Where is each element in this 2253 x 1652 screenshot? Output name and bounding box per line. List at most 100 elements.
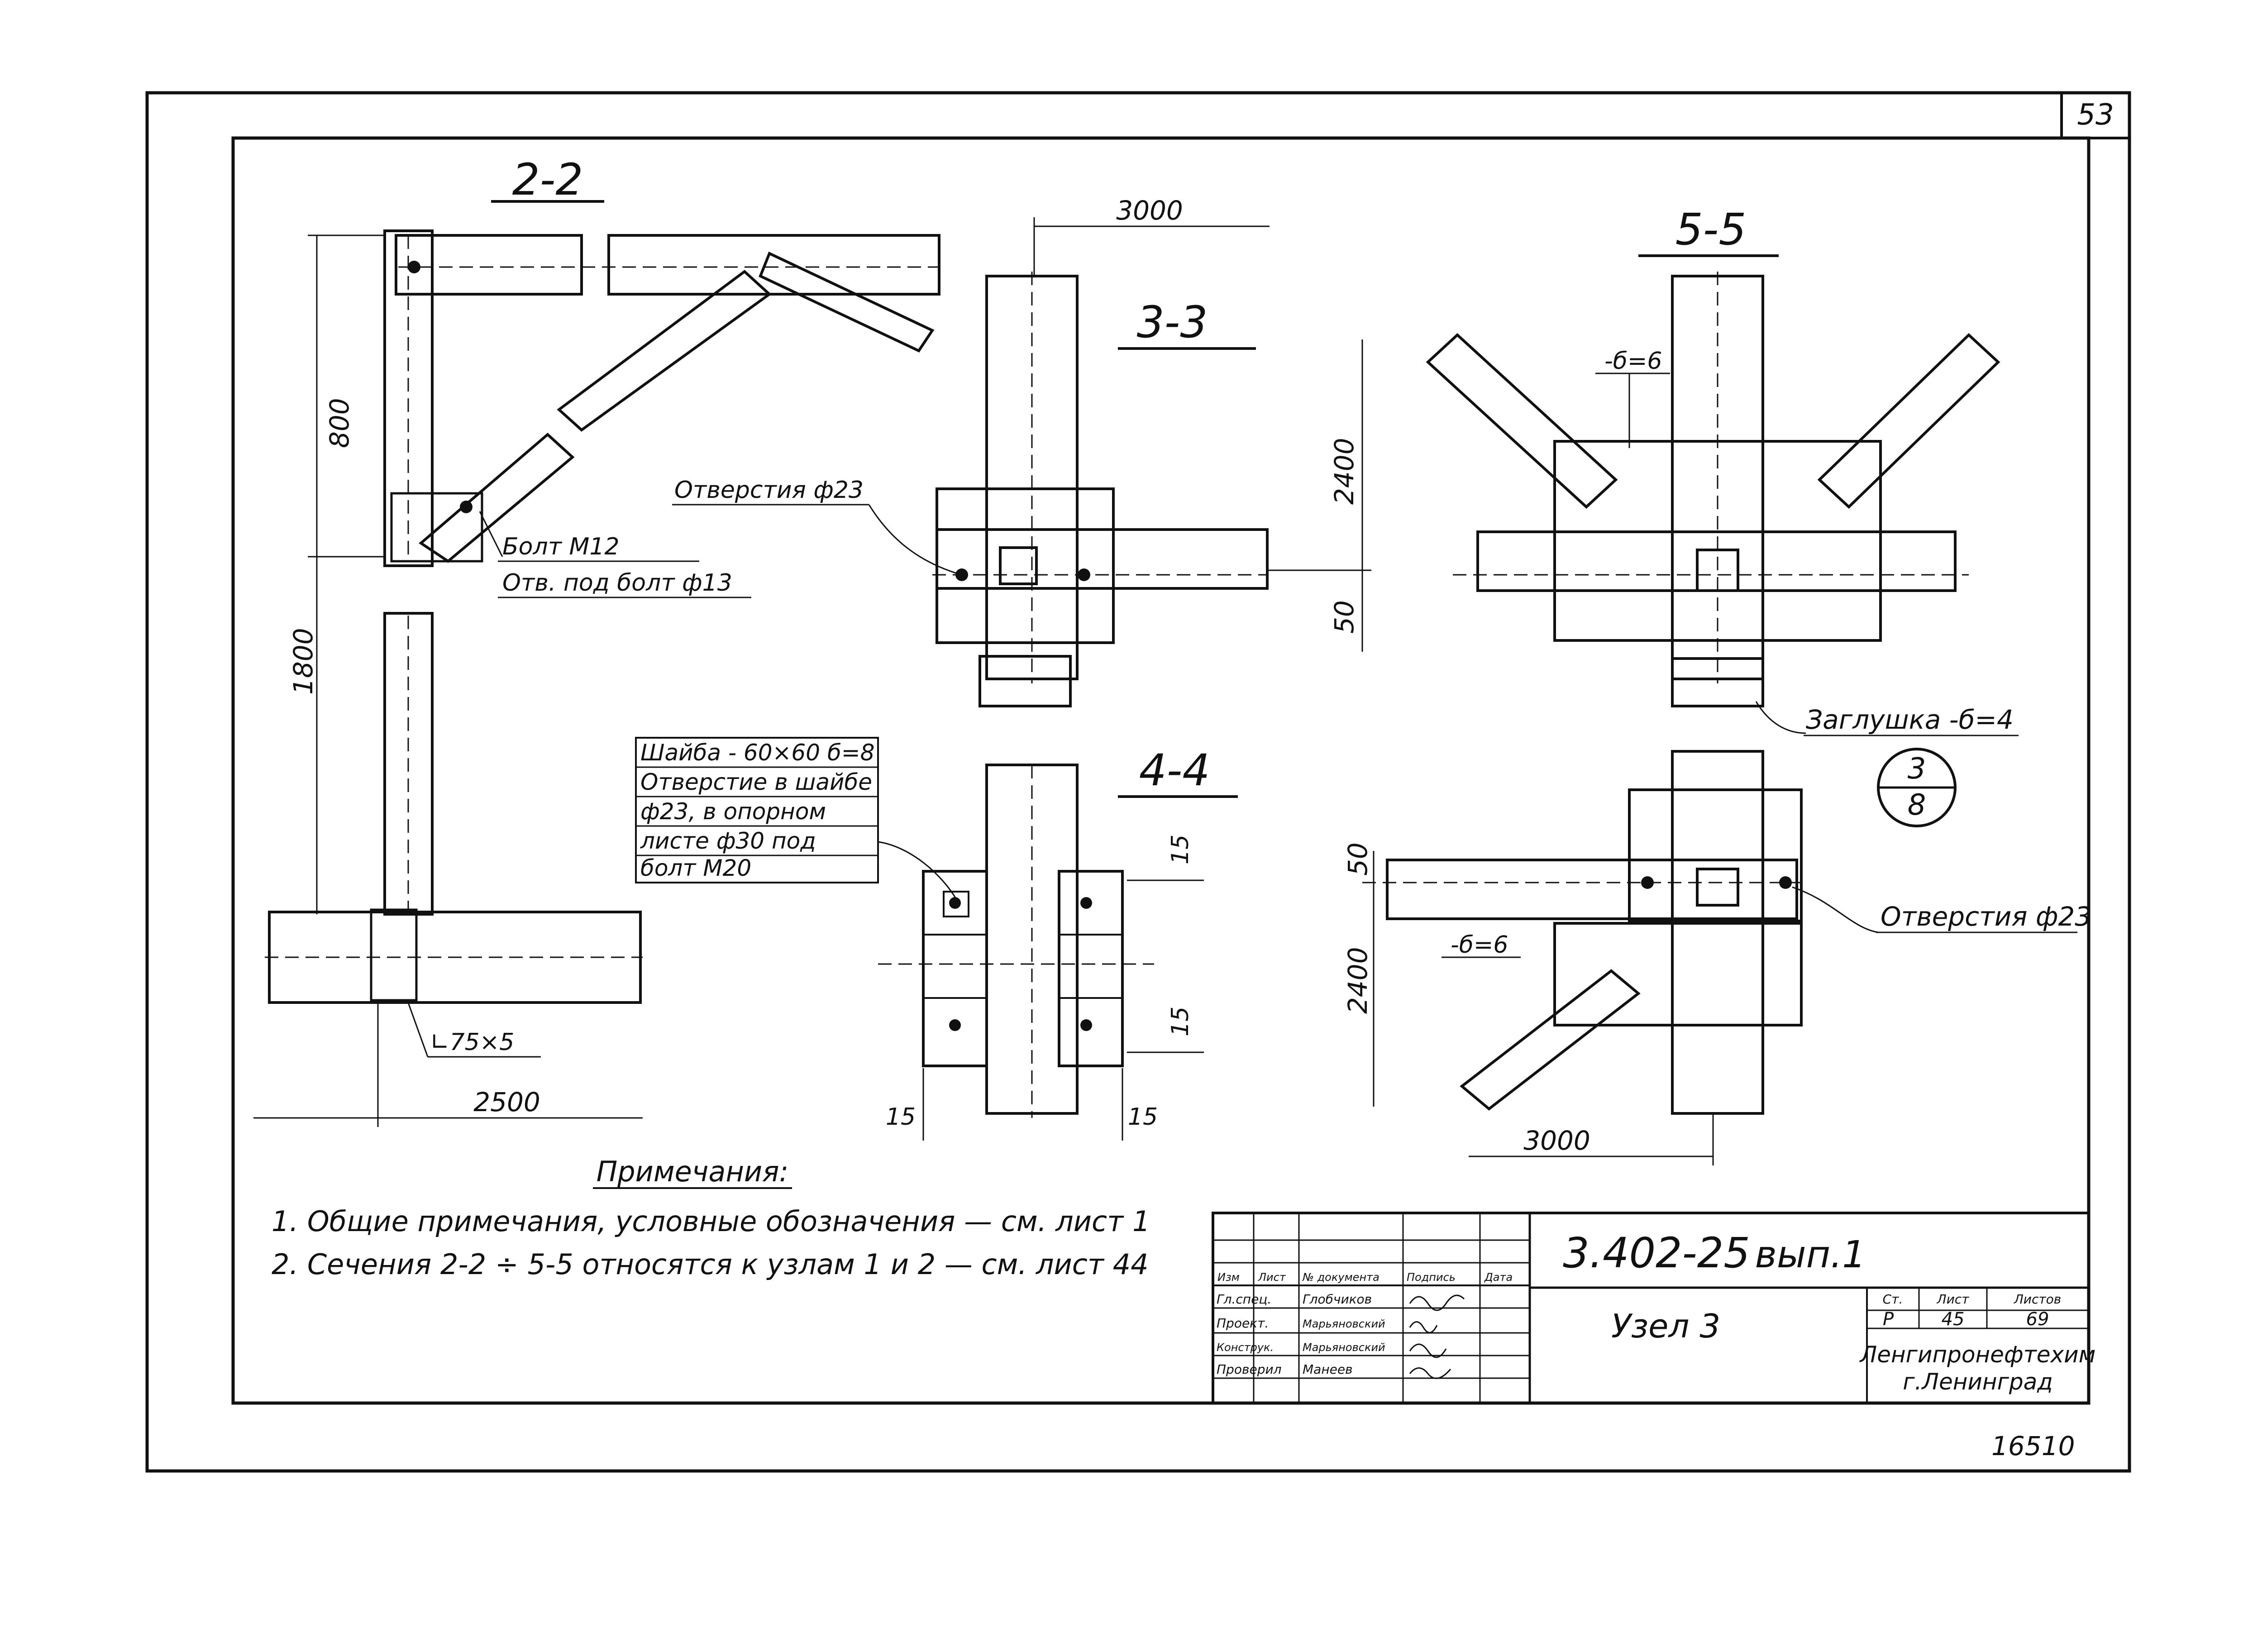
bolt-m12-label: Болт М12 — [502, 533, 620, 560]
section-3-3: 3-3 3000 Отверстия ф23 2400 50 — [672, 195, 1371, 707]
dim-2500: 2500 — [473, 1087, 540, 1117]
left-plate-4-4 — [922, 870, 988, 1067]
beam-5-5 — [1476, 530, 1957, 592]
notes-heading: Примечания: — [597, 1155, 789, 1188]
dim-3000-bottom: 3000 — [1523, 1125, 1590, 1156]
gusset-lower — [390, 492, 483, 563]
stage-value: Р — [1883, 1309, 1894, 1330]
column-upper — [383, 229, 434, 567]
top-beam-right — [607, 234, 940, 296]
washer-line-1: Шайба - 60×60 б=8 — [640, 740, 874, 766]
stamp-issue: вып.1 — [1755, 1233, 1866, 1276]
brace-lower — [419, 432, 575, 563]
signature-3 — [1409, 1343, 1447, 1358]
hole-5-5-b — [1779, 876, 1792, 889]
washer-line-3: ф23, в опорном — [640, 798, 826, 825]
stamp-header-doc: № документа — [1302, 1271, 1379, 1284]
section-4-4: 4-4 Шайба - 60×60 б=8 Отверстие в шайбе … — [635, 737, 1238, 1141]
washer-note-table — [635, 737, 879, 883]
tube-5-5 — [1696, 549, 1739, 592]
organization: Ленгипронефтехим — [1859, 1342, 2096, 1368]
holes-23-label-3-3: Отверстия ф23 — [674, 477, 864, 504]
stamp-role-4: Проверил — [1217, 1362, 1282, 1377]
stamp-role-2: Проект. — [1217, 1316, 1269, 1331]
section-3-3-title: 3-3 — [1137, 297, 1208, 348]
sheets-header: Листов — [2014, 1292, 2062, 1307]
stamp-role-3: Конструк. — [1217, 1341, 1274, 1354]
signature-1 — [1409, 1294, 1465, 1311]
brace-5-5-right — [1817, 333, 2000, 509]
section-2-2-title: 2-2 — [512, 154, 583, 205]
plug-stub-5-5 — [1671, 657, 1764, 707]
plug-label: Заглушка -б=4 — [1806, 704, 2014, 735]
dim-15-bottom-right: 15 — [1128, 1103, 1158, 1131]
stamp-header-izm: Изм — [1217, 1271, 1240, 1284]
signature-2 — [1409, 1321, 1438, 1333]
stage-header: Ст. — [1883, 1292, 1903, 1307]
archive-number: 16510 — [1991, 1431, 2075, 1461]
bolt-4-4-b — [949, 1019, 961, 1031]
note-1: 1. Общие примечания, условные обозначени… — [272, 1205, 1150, 1238]
washer-line-4: листе ф30 под — [640, 828, 816, 854]
page-number-box — [2060, 91, 2131, 139]
section-5-5: 5-5 -б=6 Заглушка -б=4 3 8 — [1342, 204, 2091, 1165]
sheet-number: 45 — [1942, 1309, 1965, 1330]
section-2-2: 2-2 800 1800 Болт М12 Отв. под болт ф13 — [253, 154, 940, 1127]
washer-line-5: болт М20 — [640, 855, 751, 881]
dim-15-right-top: 15 — [1167, 835, 1194, 864]
sheet-header: Лист — [1937, 1292, 1970, 1307]
bolt-lower — [460, 501, 473, 513]
top-beam-left — [395, 234, 583, 296]
base-plate-3-3 — [936, 487, 1115, 644]
stamp-code: 3.402-25 — [1563, 1229, 1750, 1277]
angle-label: ∟75×5 — [430, 1029, 514, 1056]
gusset-plate-5-5 — [1553, 440, 1882, 642]
tube-3-3 — [999, 546, 1038, 585]
brace-5-5-left — [1426, 333, 1618, 509]
dim-15-bottom-left: 15 — [886, 1103, 916, 1131]
dim-2400-5-5: 2400 — [1342, 947, 1373, 1014]
beam-3-3 — [936, 528, 1269, 590]
stamp-header-list: Лист — [1258, 1271, 1286, 1284]
outer-frame — [145, 91, 2131, 1473]
hole-13-label: Отв. под болт ф13 — [502, 569, 732, 597]
notes: Примечания: 1. Общие примечания, условны… — [272, 1155, 1150, 1281]
signature-4 — [1409, 1367, 1451, 1379]
stamp-header-sign: Подпись — [1407, 1271, 1456, 1284]
sheets-total: 69 — [2026, 1309, 2049, 1330]
washer-plate — [943, 891, 969, 917]
dim-3000-top: 3000 — [1116, 195, 1183, 226]
note-2: 2. Сечения 2-2 ÷ 5-5 относятся к узлам 1… — [272, 1248, 1149, 1281]
city: г.Ленинград — [1903, 1369, 2053, 1395]
stamp-role-1: Гл.спец. — [1217, 1292, 1271, 1307]
stamp-name-4: Манеев — [1303, 1362, 1353, 1377]
section-4-4-title: 4-4 — [1139, 745, 1210, 796]
plate-6-label-top: -б=6 — [1604, 348, 1662, 375]
page-number: 53 — [2077, 98, 2114, 132]
bolt-4-4-a — [949, 897, 961, 909]
dim-50-3-3: 50 — [1329, 600, 1360, 634]
brace-upper — [557, 270, 772, 432]
node-ref-top: 3 — [1908, 752, 1926, 786]
tube-5-5-lower — [1696, 868, 1739, 907]
angle-bracket — [370, 908, 418, 1002]
gusset-5-5-lower — [1553, 922, 1803, 1027]
stamp-title: Узел 3 — [1611, 1307, 1720, 1345]
node-ref-bottom: 8 — [1908, 788, 1926, 822]
brace-right — [759, 251, 935, 353]
dim-50-5-5: 50 — [1342, 842, 1373, 876]
hole-5-5-a — [1641, 876, 1654, 889]
bolt-4-4-c — [1080, 897, 1092, 909]
holes-23-label-5-5: Отверстия ф23 — [1881, 901, 2091, 932]
column-5-5-lower — [1671, 750, 1764, 1115]
washer-line-2: Отверстие в шайбе — [640, 769, 872, 795]
bolt-top — [408, 261, 420, 273]
title-block: Изм Лист № документа Подпись Дата Гл.спе… — [1212, 1212, 2096, 1404]
stamp-header-date: Дата — [1484, 1271, 1513, 1284]
stamp-name-2: Марьяновский — [1303, 1318, 1385, 1330]
dim-15-right-bottom: 15 — [1167, 1007, 1194, 1036]
hole-3-3-right — [1078, 568, 1090, 581]
inner-frame — [231, 136, 2091, 1405]
stamp-name-3: Марьяновский — [1303, 1341, 1385, 1354]
